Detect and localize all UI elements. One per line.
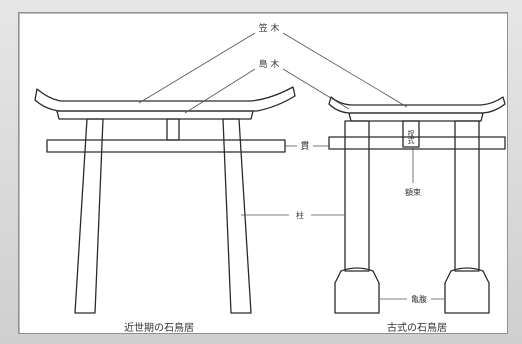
right-kasagi: [328, 96, 506, 114]
labels: 笠 木 島 木 貫 柱 額束 亀腹 扠式: [259, 22, 427, 304]
kasagi-leader-right: [282, 32, 408, 108]
label-block-kanji: 扠式: [407, 129, 415, 144]
right-gakuzuka: [402, 120, 420, 148]
right-pillar-right: [454, 120, 480, 272]
torii-diagram: 笠 木 島 木 貫 柱 額束 亀腹 扠式 近世期の石鳥居 古式の石鳥居: [34, 22, 506, 334]
left-torii: [34, 86, 296, 314]
label-kasagi: 笠 木: [259, 22, 280, 34]
kasagi-leader-left: [138, 32, 256, 104]
right-kamebara-left: [334, 267, 380, 314]
left-pillar-right: [222, 118, 252, 314]
captions: 近世期の石鳥居 古式の石鳥居: [124, 321, 447, 334]
right-nuki: [328, 136, 506, 150]
left-pillar-left: [74, 118, 104, 314]
right-kamebara-right: [444, 267, 490, 314]
diagram-panel: 笠 木 島 木 貫 柱 額束 亀腹 扠式 近世期の石鳥居 古式の石鳥居: [18, 12, 508, 334]
left-shimaki: [56, 110, 254, 120]
right-pillar-left: [344, 120, 370, 272]
label-kamebara: 亀腹: [411, 294, 427, 304]
label-hashira: 柱: [296, 210, 304, 220]
caption-right: 古式の石鳥居: [387, 321, 447, 333]
caption-left: 近世期の石鳥居: [124, 321, 194, 333]
label-nuki: 貫: [300, 141, 309, 152]
left-gakuzuka-block: [166, 118, 180, 141]
leader-lines: [138, 32, 445, 300]
label-gakuzuka: 額束: [405, 187, 421, 197]
shimaki-leader-left: [184, 68, 256, 114]
left-nuki: [46, 139, 286, 153]
right-torii: [328, 96, 506, 314]
right-shimaki: [348, 112, 484, 122]
left-kasagi: [34, 86, 296, 112]
shimaki-leader-right: [282, 68, 350, 110]
label-shimaki: 島 木: [259, 58, 280, 70]
